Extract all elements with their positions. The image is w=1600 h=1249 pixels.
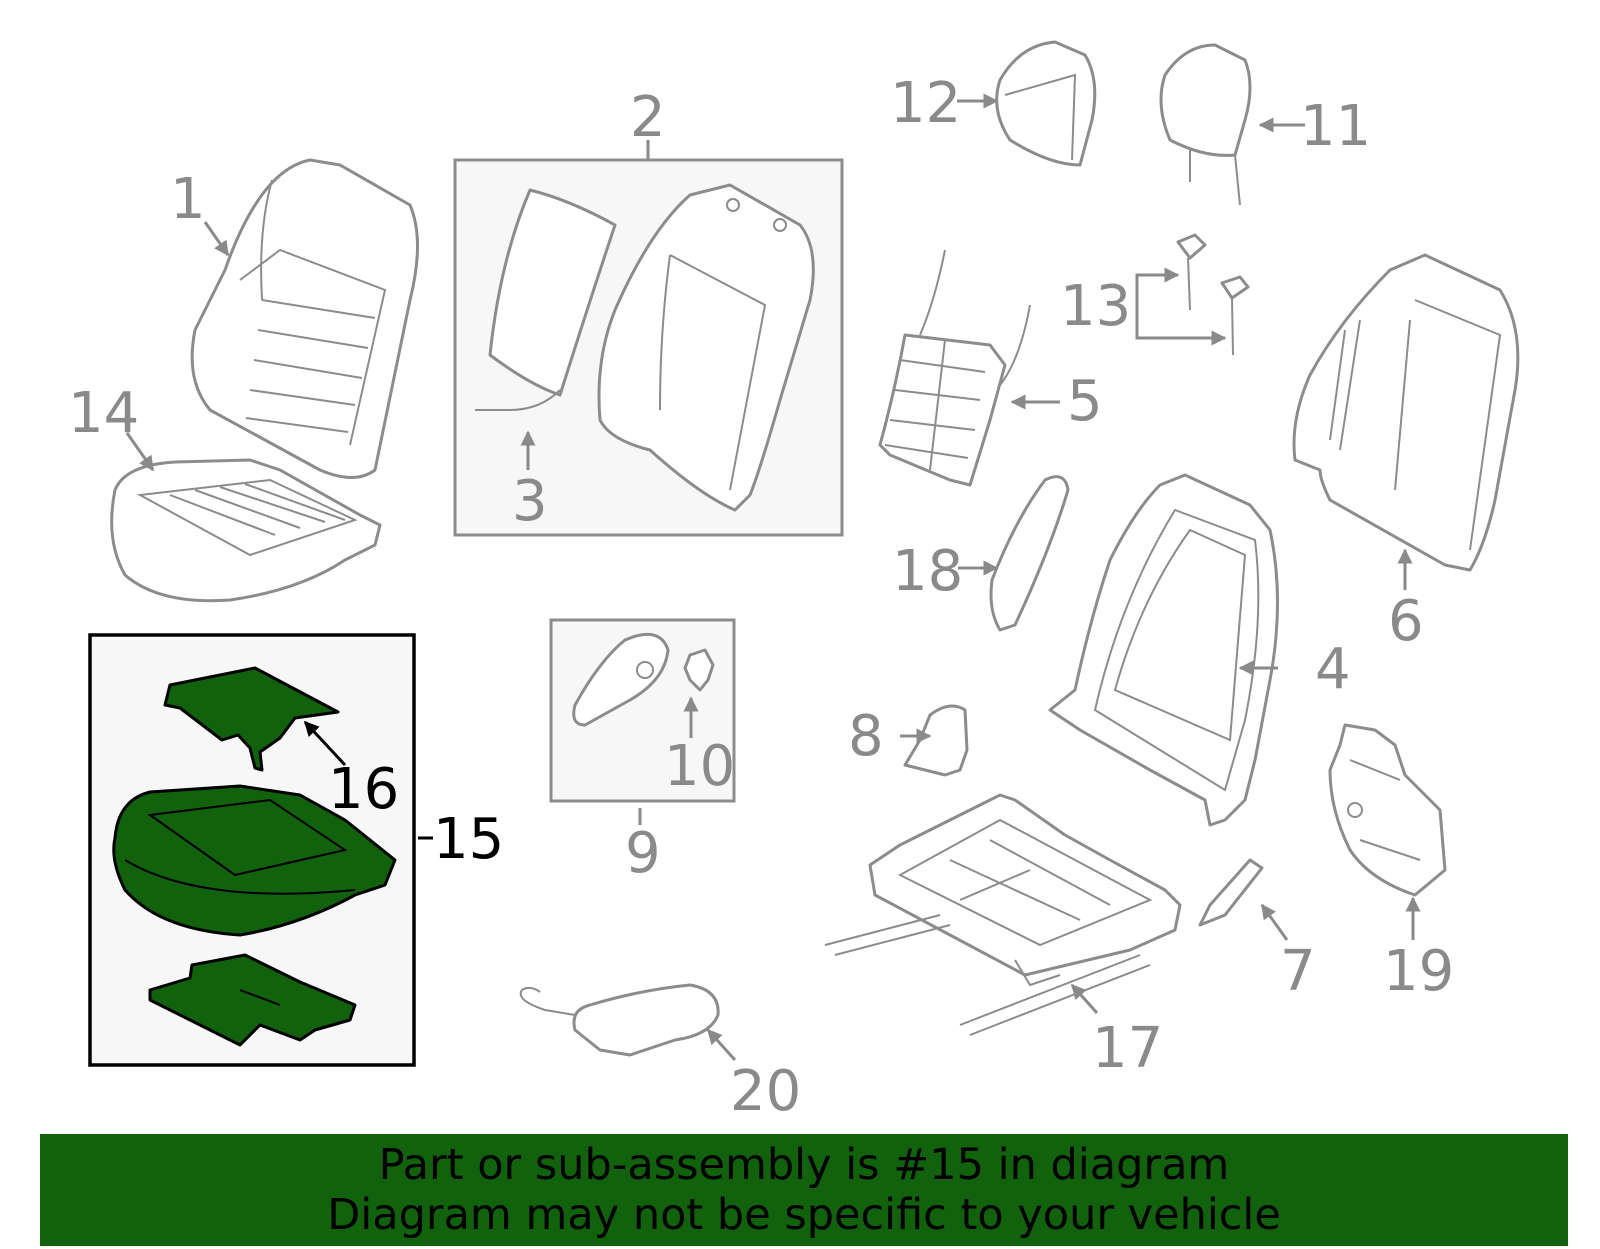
callout-6: 6	[1388, 589, 1424, 654]
callout-7: 7	[1280, 939, 1316, 1004]
callout-19: 19	[1383, 939, 1454, 1004]
part-14-seat-cushion-cover	[110, 458, 382, 603]
part-8-bracket	[903, 704, 969, 777]
part-17-seat-frame-track	[824, 793, 1182, 1036]
leader-lines	[125, 93, 1421, 1062]
callout-20: 20	[730, 1059, 801, 1124]
callout-5: 5	[1067, 369, 1103, 434]
part-11-headrest	[1159, 43, 1252, 206]
callout-13: 13	[1060, 274, 1131, 339]
callout-1: 1	[170, 167, 206, 232]
callout-2: 2	[630, 85, 666, 150]
callout-14: 14	[68, 381, 139, 446]
callout-12: 12	[890, 71, 961, 136]
part-15-box	[88, 633, 416, 1067]
part-7-trim-strip	[1198, 858, 1264, 927]
callout-17: 17	[1092, 1016, 1163, 1081]
callout-labels: 1 2 3 4 5 6 7 8 9 10 11 12 13 14 15 16 1…	[68, 71, 1454, 1124]
part-1-seat-back-cover	[190, 158, 419, 479]
part-12-headrest	[995, 40, 1097, 167]
callout-15: 15	[433, 807, 504, 872]
banner-line-1: Part or sub-assembly is #15 in diagram	[378, 1140, 1230, 1190]
part-13-headrest-guides	[1176, 233, 1250, 356]
part-2-box	[453, 158, 844, 537]
part-5-lumbar-support	[878, 249, 1031, 487]
callout-8: 8	[848, 704, 884, 769]
callout-16: 16	[328, 757, 399, 822]
callout-9: 9	[625, 821, 661, 886]
part-9-box	[549, 618, 736, 803]
callout-4: 4	[1315, 637, 1351, 702]
part-info-banner: Part or sub-assembly is #15 in diagram D…	[40, 1134, 1568, 1246]
callout-10: 10	[664, 734, 735, 799]
callout-11: 11	[1300, 94, 1371, 159]
banner-line-2: Diagram may not be specific to your vehi…	[327, 1190, 1281, 1240]
callout-3: 3	[512, 469, 548, 534]
part-19-side-shield	[1328, 723, 1447, 897]
part-18-trim	[989, 475, 1070, 632]
part-6-seat-back-panel	[1292, 253, 1520, 572]
part-4-seat-back-frame	[1048, 473, 1279, 827]
part-20-wiring-harness	[519, 983, 720, 1057]
callout-18: 18	[892, 539, 963, 604]
